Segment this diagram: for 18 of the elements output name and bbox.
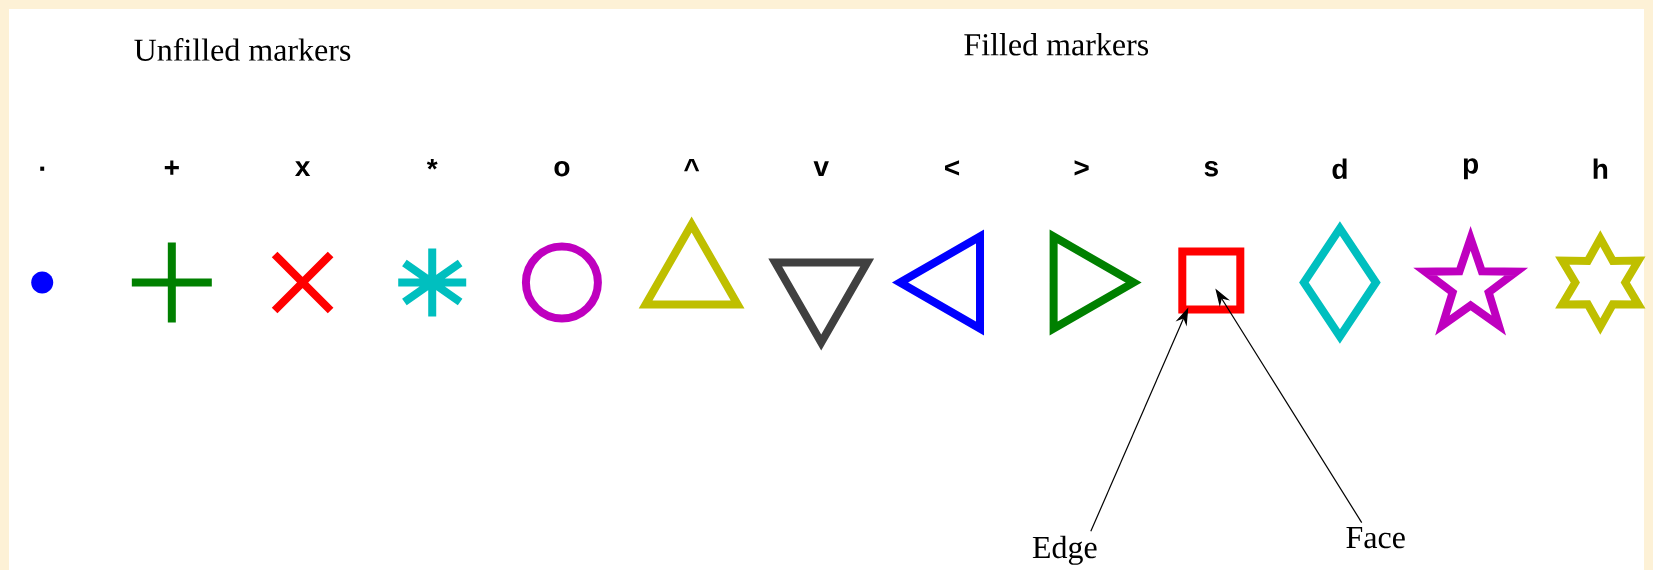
marker-code: d [1332,158,1347,179]
marker-code: * [426,159,438,170]
section-heading: Unfilled markers [134,38,351,61]
marker-code: > [1074,160,1089,176]
marker-code: ^ [684,159,700,172]
section-heading: Filled markers [964,33,1149,56]
callout-text: Edge [1032,535,1097,565]
callout-text: Face [1346,526,1405,549]
marker-code: s [1204,161,1218,177]
marker-code: h [1593,158,1608,179]
square-marker [1178,247,1245,314]
marker-code: v [813,161,829,177]
marker-code: . [40,166,45,171]
marker-code: + [164,160,179,175]
marker-code: o [554,161,570,177]
marker-code: < [945,160,960,176]
marker-code: p [1463,158,1478,180]
marker-code: x [295,161,311,177]
